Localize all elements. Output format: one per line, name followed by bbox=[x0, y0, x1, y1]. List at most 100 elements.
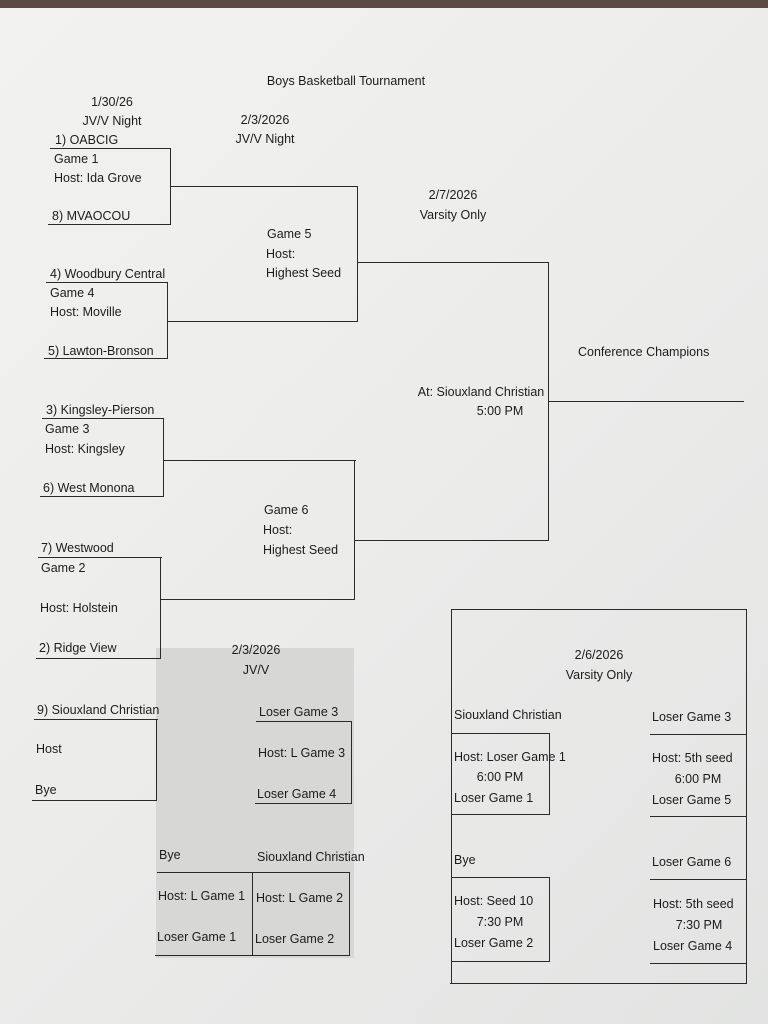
game9-bottom-line bbox=[32, 800, 157, 802]
game3-host: Host: Kingsley bbox=[45, 442, 125, 456]
bracket-sheet: Boys Basketball Tournament 1/30/26 JV/V … bbox=[0, 8, 768, 1024]
game3-top-line bbox=[42, 418, 164, 420]
varsity-a-top-line bbox=[451, 733, 550, 735]
game6-host: Host: bbox=[263, 523, 293, 537]
jv-consolation-label: JV/V bbox=[242, 663, 270, 677]
game5-bottom-line bbox=[167, 321, 357, 323]
game1-host: Host: Ida Grove bbox=[54, 171, 142, 185]
jv-a-host: Host: L Game 3 bbox=[258, 746, 346, 760]
round2-label: JV/V Night bbox=[235, 132, 295, 146]
game4-seed-bottom: 5) Lawton-Bronson bbox=[48, 344, 154, 358]
champion-line bbox=[548, 401, 744, 403]
varsity-c-time: 7:30 PM bbox=[476, 915, 524, 929]
game6-bracket-line bbox=[354, 460, 356, 600]
game4-label: Game 4 bbox=[50, 286, 95, 300]
game5-top-line bbox=[170, 186, 358, 188]
game1-seed-top: 1) OABCIG bbox=[55, 133, 119, 147]
jv-a-bracket-line bbox=[351, 721, 353, 804]
game9-seed-bottom: Bye bbox=[35, 783, 57, 797]
varsity-a-bracket-line bbox=[549, 733, 551, 815]
final-top-line bbox=[357, 262, 549, 264]
jv-c-host: Host: L Game 2 bbox=[256, 891, 344, 905]
varsity-d-top-line bbox=[650, 879, 747, 881]
game5-host: Host: bbox=[266, 247, 296, 261]
game1-label: Game 1 bbox=[54, 152, 99, 166]
game2-host: Host: Holstein bbox=[40, 601, 118, 615]
jv-a-top: Loser Game 3 bbox=[259, 705, 339, 719]
round2-date: 2/3/2026 bbox=[240, 113, 290, 127]
game2-top-line bbox=[38, 557, 162, 559]
varsity-a-host: Host: Loser Game 1 bbox=[454, 750, 566, 764]
jv-b-host: Host: L Game 1 bbox=[158, 889, 246, 903]
game6-bottom-line bbox=[160, 599, 355, 601]
varsity-a-bottom-line bbox=[451, 814, 550, 816]
jv-a-bottom-line bbox=[255, 803, 352, 805]
game4-bottom-line bbox=[44, 358, 167, 360]
varsity-b-top: Loser Game 3 bbox=[652, 710, 732, 724]
varsity-c-bottom-line bbox=[451, 961, 550, 963]
game1-top-line bbox=[50, 148, 171, 150]
jv-c-bottom: Loser Game 2 bbox=[255, 932, 335, 946]
game2-bottom-line bbox=[36, 658, 161, 660]
varsity-d-time: 7:30 PM bbox=[675, 918, 723, 932]
game6-label: Game 6 bbox=[264, 503, 309, 517]
varsity-consolation-date: 2/6/2026 bbox=[574, 648, 624, 662]
jv-b-bottom: Loser Game 1 bbox=[157, 930, 237, 944]
varsity-a-bottom: Loser Game 1 bbox=[454, 791, 534, 805]
champion-label: Conference Champions bbox=[578, 345, 710, 359]
game3-bracket-line bbox=[163, 418, 165, 497]
jv-a-bottom: Loser Game 4 bbox=[257, 787, 337, 801]
game2-bracket-line bbox=[160, 557, 162, 659]
game1-bottom-line bbox=[48, 224, 170, 226]
varsity-d-bottom: Loser Game 4 bbox=[653, 939, 733, 953]
varsity-c-bracket-line bbox=[549, 877, 551, 962]
varsity-b-bottom-line bbox=[650, 816, 747, 818]
varsity-d-bottom-line bbox=[650, 963, 747, 965]
round1-date: 1/30/26 bbox=[91, 95, 133, 109]
final-bottom-line bbox=[354, 540, 548, 542]
varsity-c-host: Host: Seed 10 bbox=[454, 894, 534, 908]
game2-label: Game 2 bbox=[41, 561, 86, 575]
game5-bracket-line bbox=[357, 186, 359, 322]
jv-c-top: Siouxland Christian bbox=[257, 850, 365, 864]
jv-consolation-date: 2/3/2026 bbox=[231, 643, 281, 657]
final-location: At: Siouxland Christian bbox=[417, 385, 545, 399]
varsity-box-left bbox=[451, 609, 453, 984]
game2-seed-top: 7) Westwood bbox=[41, 541, 114, 555]
final-date: 2/7/2026 bbox=[428, 188, 478, 202]
game3-bottom-line bbox=[40, 496, 164, 498]
game6-host-seed: Highest Seed bbox=[263, 543, 339, 557]
game1-seed-bottom: 8) MVAOCOU bbox=[52, 209, 131, 223]
page-title: Boys Basketball Tournament bbox=[266, 74, 426, 88]
game3-label: Game 3 bbox=[45, 422, 90, 436]
game3-seed-top: 3) Kingsley-Pierson bbox=[46, 403, 155, 417]
varsity-box-bottom bbox=[450, 983, 747, 985]
game2-seed-bottom: 2) Ridge View bbox=[39, 641, 117, 655]
varsity-consolation-label: Varsity Only bbox=[565, 668, 633, 682]
round1-label: JV/V Night bbox=[82, 114, 142, 128]
game9-host: Host bbox=[36, 742, 62, 756]
game9-top-line bbox=[34, 719, 158, 721]
varsity-box-top bbox=[451, 609, 747, 611]
final-label: Varsity Only bbox=[419, 208, 487, 222]
game4-bracket-line bbox=[167, 282, 169, 359]
game5-label: Game 5 bbox=[267, 227, 312, 241]
jv-bc-right-line bbox=[349, 872, 351, 956]
varsity-c-bottom: Loser Game 2 bbox=[454, 936, 534, 950]
varsity-a-time: 6:00 PM bbox=[476, 770, 524, 784]
jv-a-top-line bbox=[256, 721, 352, 723]
varsity-c-top: Bye bbox=[454, 853, 476, 867]
game6-top-line bbox=[163, 460, 356, 462]
varsity-a-top: Siouxland Christian bbox=[454, 708, 562, 722]
varsity-b-time: 6:00 PM bbox=[674, 772, 722, 786]
game4-top-line bbox=[46, 282, 168, 284]
final-time: 5:00 PM bbox=[476, 404, 524, 418]
varsity-d-host: Host: 5th seed bbox=[653, 897, 734, 911]
game9-seed-top: 9) Siouxland Christian bbox=[37, 703, 160, 717]
game4-seed-top: 4) Woodbury Central bbox=[50, 267, 166, 281]
varsity-b-bottom: Loser Game 5 bbox=[652, 793, 732, 807]
game3-seed-bottom: 6) West Monona bbox=[43, 481, 135, 495]
jv-bc-top-line bbox=[157, 872, 350, 874]
game9-bracket-line bbox=[156, 719, 158, 801]
game5-host-seed: Highest Seed bbox=[266, 266, 342, 280]
